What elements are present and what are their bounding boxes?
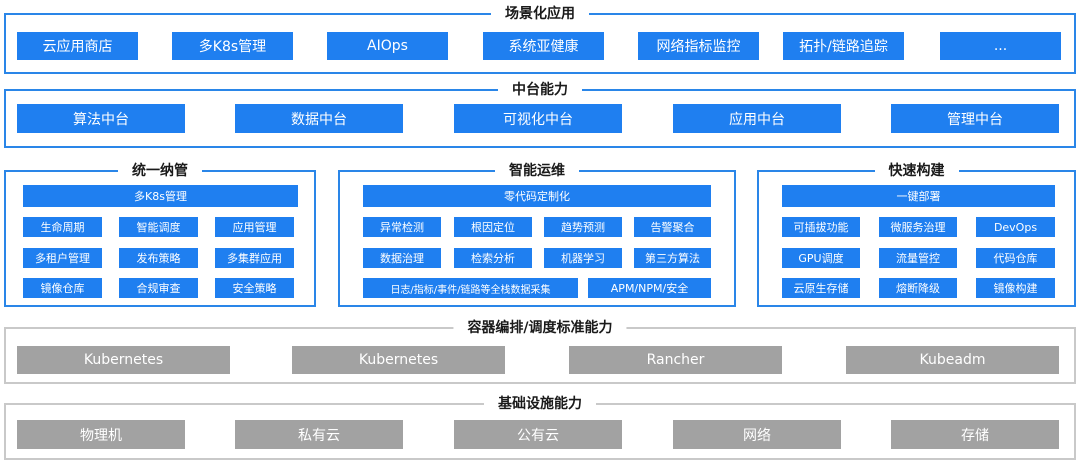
middle-item-data: 数据中台 [235, 104, 403, 133]
build-item-circuit-breaker: 熔断降级 [879, 278, 957, 298]
infra-item-network: 网络 [673, 420, 841, 449]
aiops-item-alert-aggregation: 告警聚合 [634, 217, 711, 237]
unified-item-image-registry: 镜像仓库 [23, 278, 102, 298]
scenario-item-more: ... [940, 32, 1061, 60]
middle-item-management: 管理中台 [891, 104, 1059, 133]
middle-item-algorithm: 算法中台 [17, 104, 185, 133]
middle-item-application: 应用中台 [673, 104, 841, 133]
unified-item-smart-schedule: 智能调度 [119, 217, 198, 237]
container-item-kubeadm: Kubeadm [846, 346, 1059, 374]
aiops-item-machine-learning: 机器学习 [544, 248, 622, 268]
aiops-item-fullstack-collection: 日志/指标/事件/链路等全栈数据采集 [363, 278, 578, 298]
container-orchestration-title: 容器编排/调度标准能力 [453, 317, 627, 339]
scenario-layer: 场景化应用 云应用商店 多K8s管理 AIOps 系统亚健康 网络指标监控 拓扑… [4, 3, 1076, 74]
build-item-microservice: 微服务治理 [879, 217, 957, 237]
aiops-item-search-analysis: 检索分析 [454, 248, 532, 268]
infrastructure-title: 基础设施能力 [484, 393, 596, 415]
aiops-item-trend-forecast: 趋势预测 [544, 217, 622, 237]
scenario-item-topology-tracing: 拓扑/链路追踪 [783, 32, 904, 60]
infrastructure-layer: 基础设施能力 物理机 私有云 公有云 网络 存储 [4, 393, 1076, 460]
build-item-image-build: 镜像构建 [976, 278, 1055, 298]
build-item-cloud-native-storage: 云原生存储 [782, 278, 860, 298]
scenario-item-multi-k8s: 多K8s管理 [172, 32, 293, 60]
unified-item-lifecycle: 生命周期 [23, 217, 102, 237]
aiops-item-third-party-algorithm: 第三方算法 [634, 248, 711, 268]
scenario-item-subhealth: 系统亚健康 [483, 32, 604, 60]
aiops-item-anomaly-detection: 异常检测 [363, 217, 441, 237]
unified-item-multi-tenant: 多租户管理 [23, 248, 102, 268]
unified-item-multi-cluster-app: 多集群应用 [215, 248, 294, 268]
aiops-header: 零代码定制化 [363, 185, 711, 207]
container-item-rancher: Rancher [569, 346, 782, 374]
infra-item-storage: 存储 [891, 420, 1059, 449]
aiops-item-root-cause: 根因定位 [454, 217, 532, 237]
scenario-item-app-store: 云应用商店 [17, 32, 138, 60]
intelligent-ops-title: 智能运维 [495, 160, 579, 182]
scenario-item-network-monitor: 网络指标监控 [638, 32, 759, 60]
unified-item-compliance: 合规审查 [119, 278, 198, 298]
unified-management-panel: 统一纳管 多K8s管理 生命周期 智能调度 应用管理 多租户管理 发布策略 多集… [4, 160, 316, 307]
unified-item-security-policy: 安全策略 [215, 278, 294, 298]
middle-platform-layer-title: 中台能力 [498, 79, 582, 101]
rapid-build-title: 快速构建 [874, 160, 959, 182]
unified-item-app-management: 应用管理 [215, 217, 294, 237]
unified-item-release-policy: 发布策略 [119, 248, 198, 268]
build-item-traffic-control: 流量管控 [879, 248, 957, 268]
container-orchestration-layer: 容器编排/调度标准能力 Kubernetes Kubernetes Ranche… [4, 317, 1076, 384]
scenario-item-aiops: AIOps [327, 32, 448, 60]
build-item-pluggable: 可插拔功能 [782, 217, 860, 237]
unified-management-title: 统一纳管 [118, 160, 202, 182]
infra-item-physical-machine: 物理机 [17, 420, 185, 449]
intelligent-ops-panel: 智能运维 零代码定制化 异常检测 根因定位 趋势预测 告警聚合 数据治理 检索分… [338, 160, 736, 307]
aiops-item-data-governance: 数据治理 [363, 248, 441, 268]
build-item-devops: DevOps [976, 217, 1055, 237]
infra-item-public-cloud: 公有云 [454, 420, 622, 449]
aiops-item-apm-npm-security: APM/NPM/安全 [588, 278, 711, 298]
build-item-gpu-scheduling: GPU调度 [782, 248, 860, 268]
build-header: 一键部署 [782, 185, 1055, 207]
container-item-kubernetes-2: Kubernetes [292, 346, 505, 374]
infra-item-private-cloud: 私有云 [235, 420, 403, 449]
scenario-layer-title: 场景化应用 [491, 3, 589, 25]
middle-item-visualization: 可视化中台 [454, 104, 622, 133]
rapid-build-panel: 快速构建 一键部署 可插拔功能 微服务治理 DevOps GPU调度 流量管控 … [757, 160, 1076, 307]
unified-header: 多K8s管理 [23, 185, 298, 207]
container-item-kubernetes-1: Kubernetes [17, 346, 230, 374]
middle-platform-layer: 中台能力 算法中台 数据中台 可视化中台 应用中台 管理中台 [4, 79, 1076, 148]
build-item-code-repo: 代码仓库 [976, 248, 1055, 268]
